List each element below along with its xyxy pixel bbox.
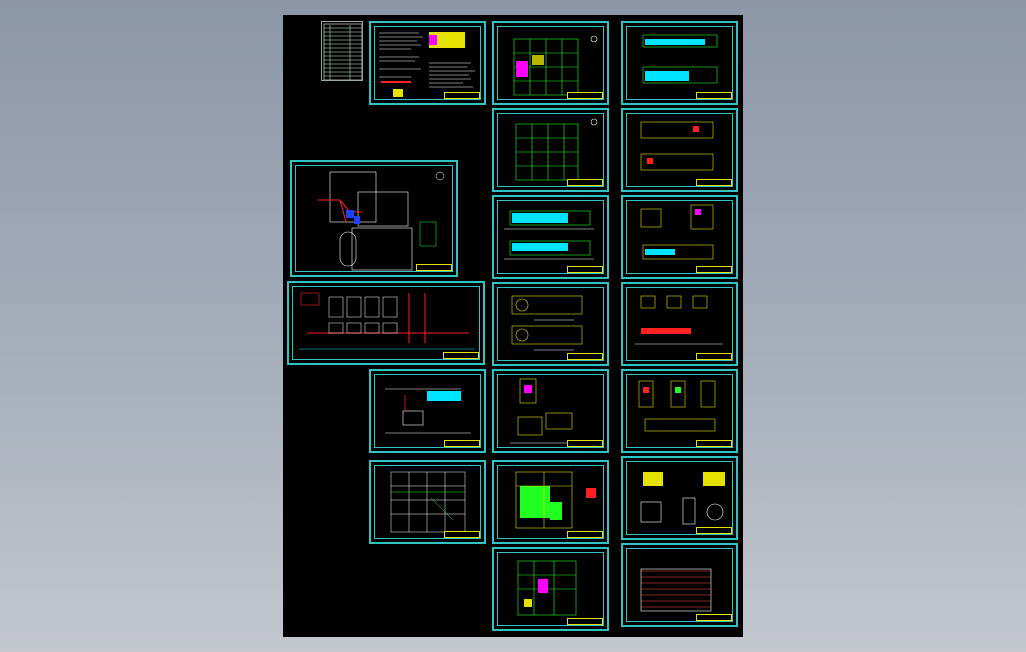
section-sheet-1[interactable]	[492, 369, 609, 453]
detail-sheet-3[interactable]	[621, 369, 738, 453]
detail-sheet-1[interactable]	[621, 195, 738, 279]
water-supply-system-sheet[interactable]	[287, 281, 485, 365]
summary-table-sheet[interactable]	[621, 543, 738, 627]
floor-plan-sheet-2[interactable]	[492, 108, 609, 192]
drawing-index-table[interactable]	[321, 21, 363, 81]
section-sheet-2[interactable]	[621, 108, 738, 192]
detail-sheet-4[interactable]	[621, 456, 738, 540]
design-notes-sheet[interactable]	[369, 21, 486, 105]
site-plan-sheet[interactable]	[290, 160, 458, 277]
elevation-sheet-1[interactable]	[492, 195, 609, 279]
floor-plan-sheet-4[interactable]	[492, 547, 609, 631]
pool-elevation-sheet[interactable]	[621, 21, 738, 105]
detail-sheet-2[interactable]	[621, 282, 738, 366]
structural-grid-sheet[interactable]	[369, 460, 486, 544]
elevation-sheet-2[interactable]	[492, 282, 609, 366]
cad-drawing-canvas[interactable]	[283, 15, 743, 637]
pipe-section-sheet[interactable]	[369, 369, 486, 453]
floor-plan-sheet-3[interactable]	[492, 460, 609, 544]
floor-plan-sheet-1[interactable]	[492, 21, 609, 105]
